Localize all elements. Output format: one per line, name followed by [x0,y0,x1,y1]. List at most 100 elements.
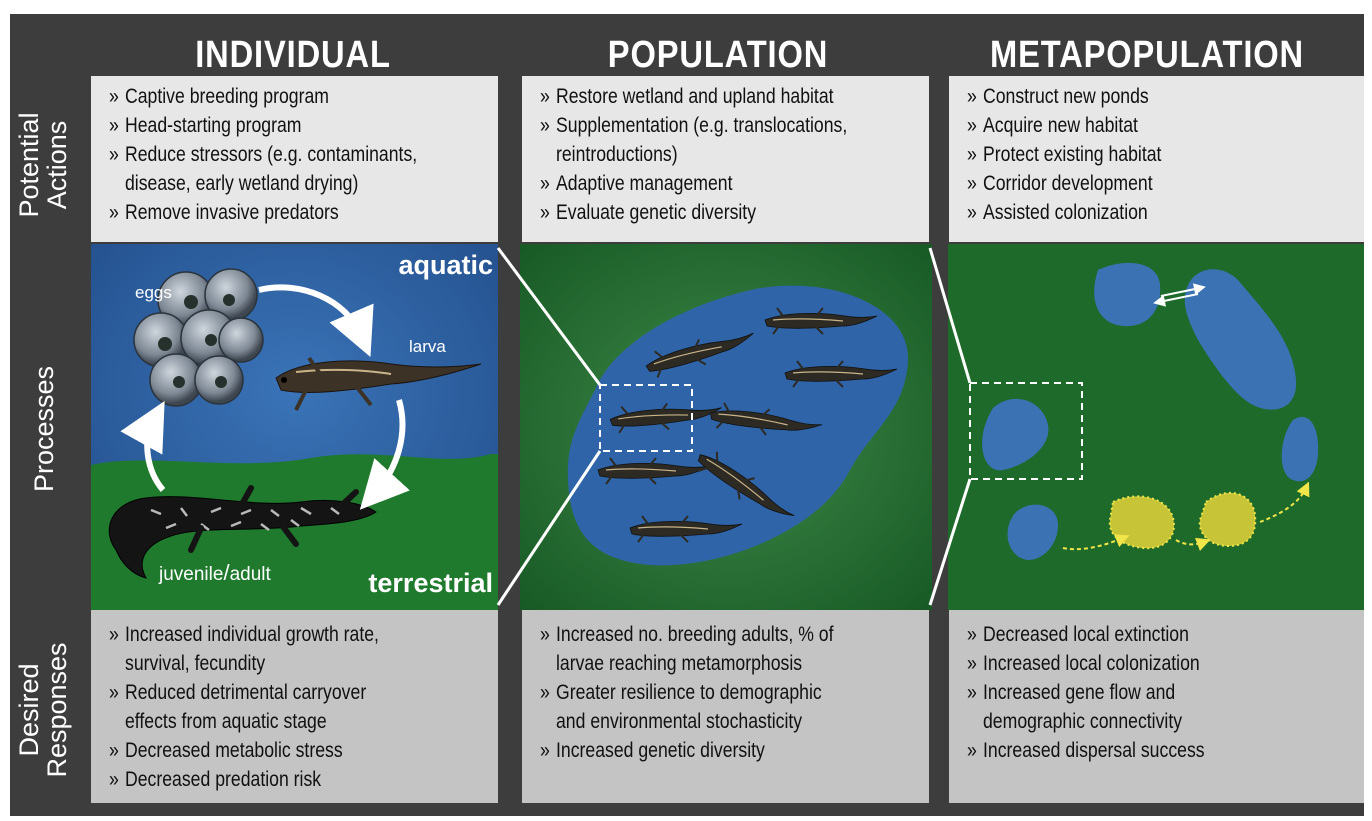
list-item: »Adaptive management [540,169,919,198]
header-metapopulation: METAPOPULATION [989,34,1305,76]
bullet-glyph: » [109,85,119,108]
header-population: POPULATION [607,34,829,76]
bullet-glyph: » [540,114,550,137]
actions-list-population: »Restore wetland and upland habitat»Supp… [540,82,919,227]
list-item: » Increased no. breeding adults, % of [540,620,919,649]
pond [1184,269,1297,410]
salamander-adult-icon [108,485,377,579]
responses-list-metapopulation: »Decreased local extinction»Increased lo… [967,620,1354,765]
header-individual: INDIVIDUAL [195,34,391,76]
list-item-text: Greater resilience to demographic [556,681,822,704]
larva-icon [275,356,482,411]
list-item-text: Corridor development [983,172,1153,195]
bullet-glyph: » [967,85,977,108]
cycle-arrow-icon [359,399,410,510]
list-item: effects from aquatic stage [109,707,488,736]
list-item: »Protect existing habitat [967,140,1354,169]
bullet-glyph: » [967,201,977,224]
list-item-text: Construct new ponds [983,85,1149,108]
list-item-text: Increased dispersal success [983,739,1205,762]
bullet-glyph: » [540,739,550,762]
list-item: »Reduced detrimental carryover [109,678,488,707]
list-item-text: Reduced detrimental carryover [125,681,367,704]
bullet-glyph: » [540,85,550,108]
dashed-arrow-icon [1259,481,1310,523]
list-item: » Increased gene flow and [967,678,1354,707]
list-item: »Increased individual growth rate, [109,620,488,649]
eggs-label: eggs [135,283,172,302]
list-item: reintroductions) [540,140,919,169]
actions-box-metapopulation: »Construct new ponds»Acquire new habitat… [949,76,1364,242]
pond [1007,504,1058,560]
list-item-text: demographic connectivity [983,710,1183,733]
connector-line [496,247,602,386]
metapopulation-panel [948,244,1364,610]
list-item: »Decreased predation risk [109,765,488,794]
new-pond [1198,491,1257,548]
list-item-text: Supplementation (e.g. translocations, [556,114,848,137]
responses-box-individual: »Increased individual growth rate, surviv… [91,610,498,803]
double-arrow-icon [1153,293,1199,307]
list-item-text: Head-starting program [125,114,302,137]
lifecycle-panel: aquatic terrestrial eggs larva juvenile/… [91,244,498,610]
list-item: »Restore wetland and upland habitat [540,82,919,111]
actions-list-metapopulation: »Construct new ponds»Acquire new habitat… [967,82,1354,227]
list-item: » Increased dispersal success [967,736,1354,765]
bullet-glyph: » [967,739,977,762]
list-item-text: Increased individual growth rate, [125,623,379,646]
list-item-text: Captive breeding program [125,85,329,108]
double-arrow-icon [1160,283,1206,297]
list-item: » Construct new ponds [967,82,1354,111]
juvenile-text: juvenile [158,564,223,585]
list-item-text: Increased genetic diversity [556,739,765,762]
egg-mass-icon [133,268,264,407]
responses-box-metapopulation: »Decreased local extinction»Increased lo… [949,610,1364,803]
list-item: survival, fecundity [109,649,488,678]
aquatic-label: aquatic [398,250,493,280]
list-item: »Decreased local extinction [967,620,1354,649]
list-item: and environmental stochasticity [540,707,919,736]
list-item-text: disease, early wetland drying) [125,172,359,195]
list-item: » Head-starting program [109,111,488,140]
list-item: »Decreased metabolic stress [109,736,488,765]
pond [1281,416,1319,482]
cycle-arrow-icon [258,284,374,358]
list-item-text: Remove invasive predators [125,201,339,224]
bullet-glyph: » [540,172,550,195]
list-item-text: Decreased metabolic stress [125,739,343,762]
list-item-text: Protect existing habitat [983,143,1162,166]
bullet-glyph: » [109,114,119,137]
adult-text: adult [230,564,272,585]
bullet-glyph: » [967,172,977,195]
bullet-glyph: » [540,681,550,704]
list-item: »Evaluate genetic diversity [540,198,919,227]
focal-population-box [969,382,1083,480]
list-item: » Remove invasive predators [109,198,488,227]
larva-label: larva [409,337,446,356]
cycle-arrow-icon [120,401,166,492]
slash-text: / [223,560,230,585]
list-item-text: Decreased predation risk [125,768,322,791]
bullet-glyph: » [967,681,977,704]
juvenile-label: juvenile/adult [158,560,271,585]
list-item-text: and environmental stochasticity [556,710,803,733]
list-item-text: Increased gene flow and [983,681,1176,704]
list-item-text: reintroductions) [556,143,678,166]
population-panel [520,244,932,610]
actions-box-population: »Restore wetland and upland habitat»Supp… [522,76,929,242]
bullet-glyph: » [109,143,119,166]
list-item-text: effects from aquatic stage [125,710,327,733]
list-item-text: Increased no. breeding adults, % of [556,623,834,646]
responses-list-individual: »Increased individual growth rate, surviv… [109,620,488,794]
list-item: »Reduce stressors (e.g. contaminants, [109,140,488,169]
list-item: »Increased local colonization [967,649,1354,678]
list-item-text: Increased local colonization [983,652,1200,675]
pond [982,398,1049,471]
connector-line [496,450,602,606]
bullet-glyph: » [540,623,550,646]
list-item-text: survival, fecundity [125,652,266,675]
list-item: disease, early wetland drying) [109,169,488,198]
bullet-glyph: » [109,201,119,224]
connector-line [928,247,972,384]
